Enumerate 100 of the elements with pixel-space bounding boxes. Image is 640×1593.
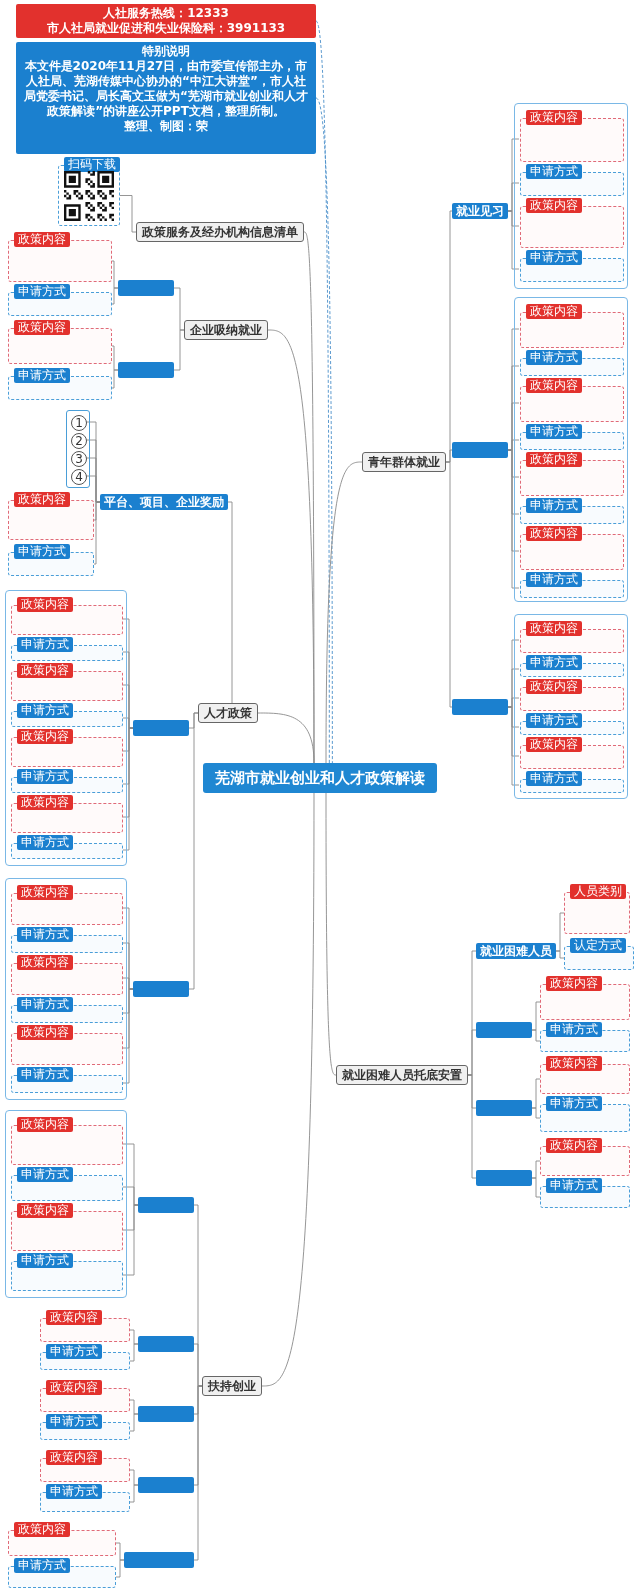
- tag-label: 政策内容: [526, 110, 582, 125]
- tag-label: 政策内容: [526, 526, 582, 541]
- connector-line: [129, 1484, 139, 1503]
- tag-label: 人员类别: [570, 884, 626, 899]
- tag-label: 政策内容: [14, 232, 70, 247]
- connector-line: [227, 501, 233, 704]
- connector-line: [173, 329, 185, 371]
- subtopic-label: [138, 1336, 194, 1352]
- subtopic-label: [476, 1022, 532, 1038]
- subtopic-label: [476, 1100, 532, 1116]
- group-frame: [514, 614, 628, 799]
- tag-label: 申请方式: [546, 1178, 602, 1193]
- topic-box: 就业困难人员托底安置: [336, 1065, 468, 1085]
- connector-line: [257, 712, 315, 764]
- central-topic: 芜湖市就业创业和人才政策解读: [203, 763, 437, 793]
- tag-label: 政策内容: [526, 452, 582, 467]
- tag-label: 政策内容: [17, 1025, 73, 1040]
- number-circle: 1: [71, 415, 87, 431]
- connector-line: [531, 1029, 541, 1042]
- tag-label: 申请方式: [14, 284, 70, 299]
- tag-label: 申请方式: [17, 1253, 73, 1268]
- tag-label: 申请方式: [526, 572, 582, 587]
- topic-box: 青年群体就业: [362, 452, 446, 472]
- tag-label: 政策内容: [17, 1117, 73, 1132]
- tag-label: 政策内容: [46, 1450, 102, 1465]
- tag-label: 申请方式: [526, 350, 582, 365]
- connector-line: [115, 1559, 125, 1578]
- tag-label: 政策内容: [526, 304, 582, 319]
- connector-line: [445, 461, 453, 708]
- tag-label: 政策内容: [526, 378, 582, 393]
- tag-label: 政策内容: [546, 1056, 602, 1071]
- tag-label: 申请方式: [526, 713, 582, 728]
- connector-line: [531, 1107, 541, 1119]
- tag-label: 政策内容: [526, 737, 582, 752]
- tag-label: 申请方式: [526, 424, 582, 439]
- group-frame: [5, 878, 127, 1100]
- tag-label: 申请方式: [46, 1344, 102, 1359]
- subtopic-label: [133, 720, 189, 736]
- topic-box: 扶持创业: [202, 1376, 262, 1396]
- banner-text: 整理、制图：荣: [123, 119, 209, 134]
- subtopic-label: [124, 1552, 194, 1568]
- tag-label: 申请方式: [17, 1167, 73, 1182]
- subtopic-label: [138, 1406, 194, 1422]
- tag-label: 申请方式: [17, 997, 73, 1012]
- notice-banner: [16, 4, 316, 38]
- connector-line: [121, 1204, 139, 1276]
- tag-label: 申请方式: [526, 771, 582, 786]
- subtopic-label: [138, 1477, 194, 1493]
- connector-line: [507, 210, 520, 270]
- connector-line: [129, 1413, 139, 1432]
- tag-label: 政策内容: [17, 729, 73, 744]
- tag-label: 政策内容: [526, 679, 582, 694]
- tag-label: 政策内容: [546, 1138, 602, 1153]
- tag-label: 申请方式: [546, 1096, 602, 1111]
- subtopic-label: [452, 442, 508, 458]
- banner-heading: 特别说明: [141, 44, 191, 59]
- tag-label: 申请方式: [17, 703, 73, 718]
- subtopic-label: [452, 699, 508, 715]
- tag-label: 政策内容: [526, 198, 582, 213]
- tag-label: 申请方式: [17, 1067, 73, 1082]
- tag-label: 政策内容: [46, 1310, 102, 1325]
- tag-label: 申请方式: [526, 655, 582, 670]
- connector-line: [325, 461, 363, 764]
- subtopic-label: [133, 981, 189, 997]
- subtopic-label: [118, 280, 174, 296]
- tag-label: 政策内容: [14, 320, 70, 335]
- number-circle: 4: [71, 469, 87, 485]
- connector-line: [188, 712, 199, 990]
- connector-line: [315, 20, 330, 764]
- tag-label: 扫码下载: [64, 157, 120, 172]
- tag-label: 申请方式: [17, 835, 73, 850]
- group-frame: [5, 590, 127, 866]
- connector-line: [129, 1343, 139, 1362]
- tag-label: 申请方式: [46, 1414, 102, 1429]
- tag-label: 政策内容: [546, 976, 602, 991]
- number-circle: 2: [71, 433, 87, 449]
- topic-box: 人才政策: [198, 703, 258, 723]
- connector-line: [261, 792, 315, 1387]
- banner-text: 市人社局就业促进和失业保险科：3991133: [45, 21, 287, 36]
- tag-label: 认定方式: [570, 938, 626, 953]
- subtopic-label: [476, 1170, 532, 1186]
- tag-label: 政策内容: [17, 885, 73, 900]
- connector-line: [111, 287, 119, 305]
- connector-line: [467, 1074, 477, 1179]
- tag-label: 申请方式: [526, 164, 582, 179]
- tag-label: 政策内容: [526, 621, 582, 636]
- banner-text: 本文件是2020年11月27日，由市委宣传部主办，市人社局、芜湖传媒中心协办的“中江大讲堂”，市人社局党委书记、局长高文玉做为“芜湖市就业创业和人才政策解读”的讲座公开PPT文档，整理所制。: [23, 59, 309, 119]
- notice-banner: [16, 42, 316, 154]
- group-frame: [514, 297, 628, 602]
- subtopic-label: [118, 362, 174, 378]
- tag-label: 申请方式: [14, 368, 70, 383]
- group-frame: [514, 103, 628, 289]
- connector-line: [531, 1177, 541, 1198]
- tag-label: 政策内容: [14, 1522, 70, 1537]
- connector-line: [555, 950, 565, 959]
- subtopic-label: 就业见习: [452, 203, 508, 219]
- connector-line: [119, 195, 137, 233]
- topic-box: 政策服务及经办机构信息清单: [136, 222, 304, 242]
- group-frame: [66, 410, 90, 488]
- tag-label: 申请方式: [526, 498, 582, 513]
